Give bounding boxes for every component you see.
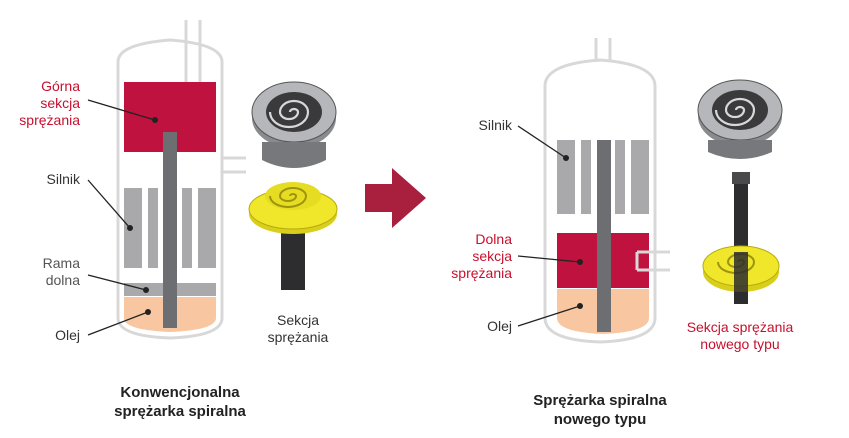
label-line: sprężania — [267, 329, 329, 345]
conventional-shaft — [163, 132, 177, 328]
new-type-oil-label: Olej — [487, 318, 512, 334]
new-type-scroll-label: Sekcja sprężania nowego typu — [670, 319, 810, 353]
conventional-scroll-label: Sekcja sprężania — [248, 312, 348, 346]
label-line: sekcja — [472, 248, 512, 264]
conventional-motor-label: Silnik — [46, 171, 80, 187]
label-line: Sekcja — [276, 312, 320, 328]
leader-dot — [143, 287, 149, 293]
conventional-fixed-scroll — [251, 81, 337, 168]
new-type-shaft — [597, 140, 611, 332]
leader-dot — [145, 309, 151, 315]
caption-line: sprężarka spiralna — [114, 403, 246, 420]
new-type-motor-block — [557, 140, 575, 214]
leader-dot — [563, 155, 569, 161]
lower-compression-label: Dolna sekcja sprężania — [420, 231, 512, 282]
new-type-motor-block — [631, 140, 649, 214]
leader-dot — [577, 259, 583, 265]
conventional-motor-block — [182, 188, 192, 268]
leader-dot — [577, 303, 583, 309]
new-type-side-outlet — [635, 250, 670, 272]
label-line: sprężania — [451, 265, 512, 281]
label-line: Rama — [42, 255, 80, 271]
new-type-motor-block — [581, 140, 591, 214]
caption-line: Sprężarka spiralna — [533, 392, 667, 409]
label-line: Dolna — [475, 231, 512, 247]
conventional-orbiting-scroll — [248, 182, 338, 290]
new-type-motor-block — [615, 140, 625, 214]
upper-compression-label: Górna sekcja sprężania — [0, 78, 80, 129]
label-line: Górna — [41, 78, 80, 94]
new-type-discharge-pipe — [594, 38, 612, 62]
label-line: Sekcja sprężania — [686, 319, 794, 335]
conventional-motor-block — [148, 188, 158, 268]
new-type-compressor — [543, 38, 670, 344]
caption-line: Konwencjonalna — [120, 384, 240, 401]
new-type-orbiting-scroll — [702, 172, 780, 304]
new-type-leader-lines — [517, 125, 581, 327]
conventional-side-outlet — [222, 156, 246, 174]
label-line: dolna — [45, 272, 80, 288]
caption-line: nowego typu — [553, 411, 647, 428]
conventional-motor-block — [198, 188, 216, 268]
label-line: sekcja — [40, 95, 80, 111]
label-line: sprężania — [19, 112, 80, 128]
lower-frame-label: Rama dolna — [0, 255, 80, 289]
label-line: nowego typu — [700, 336, 780, 352]
transition-arrow-icon — [365, 168, 426, 228]
conventional-oil-label: Olej — [55, 327, 80, 343]
new-type-fixed-scroll — [697, 79, 783, 159]
conventional-leader-lines — [87, 99, 156, 336]
conventional-compressor — [116, 20, 246, 340]
new-type-motor-label: Silnik — [478, 117, 512, 133]
leader-dot — [152, 117, 158, 123]
new-type-caption: Sprężarka spiralna nowego typu — [500, 391, 700, 429]
conventional-caption: Konwencjonalna sprężarka spiralna — [80, 383, 280, 421]
leader-dot — [127, 225, 133, 231]
conventional-discharge-pipe — [184, 20, 202, 82]
